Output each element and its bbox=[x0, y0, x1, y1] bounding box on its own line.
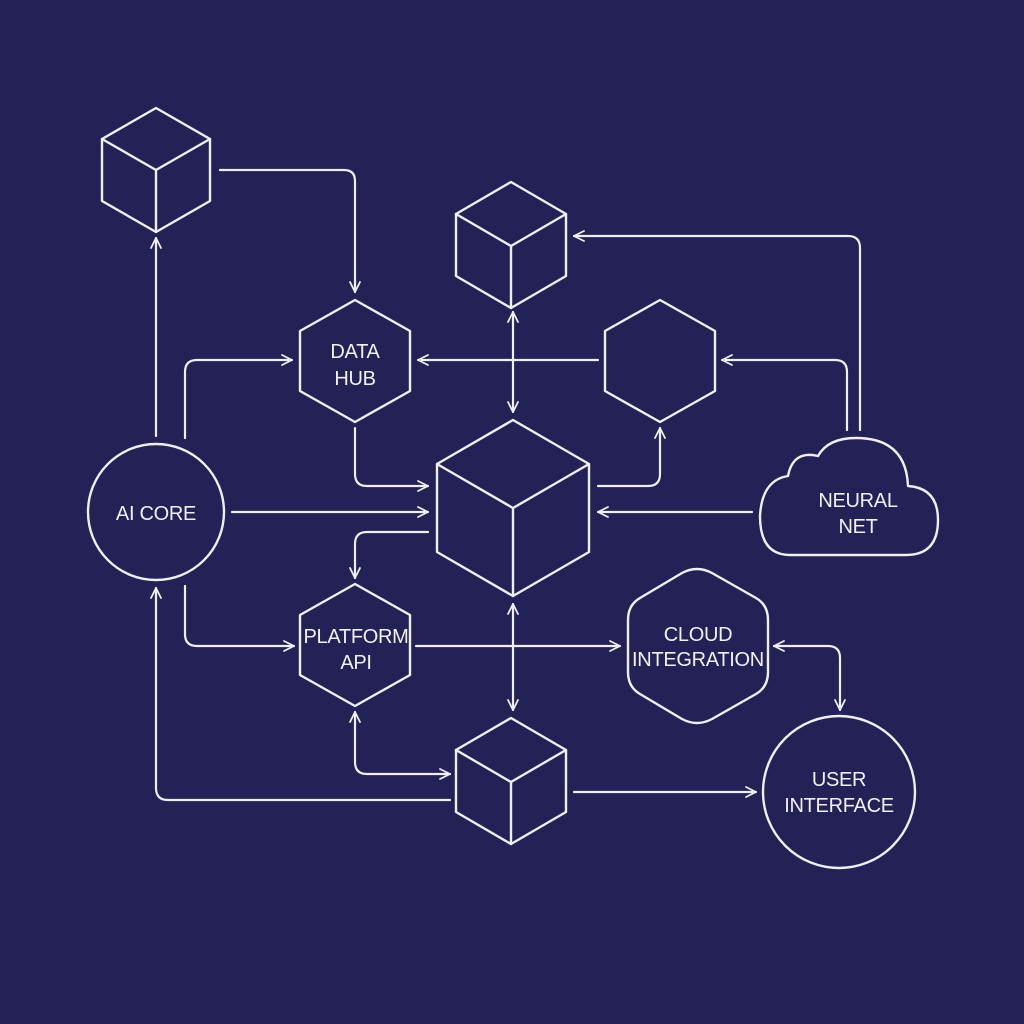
node-ai-core-label: AI CORE bbox=[116, 503, 196, 525]
connectors bbox=[150, 168, 862, 802]
node-data-hub: DATA HUB bbox=[298, 298, 412, 424]
node-bottom-cube bbox=[454, 716, 568, 846]
node-top-left-cube bbox=[100, 106, 212, 234]
edge-central-cube-to-right-hexagon bbox=[596, 426, 666, 488]
node-top-center-cube bbox=[454, 180, 568, 310]
node-neural-net: NEURAL NET bbox=[758, 436, 940, 557]
edge-neural-net-to-top-center-cube bbox=[572, 230, 862, 432]
node-central-cube bbox=[435, 418, 591, 598]
edge-ai-core-to-platform-api bbox=[183, 584, 296, 652]
node-platform-api: PLATFORM API bbox=[298, 582, 412, 708]
node-data-hub-label-line-2: HUB bbox=[334, 368, 375, 390]
node-platform-api-label-line-1: PLATFORM bbox=[303, 626, 408, 648]
nodes: AI CORE DATA HUB PLATFORM API CLOUD INTE… bbox=[86, 106, 940, 870]
edge-bottom-cube-to-ai-core bbox=[150, 586, 452, 802]
edge-ai-core-to-data-hub bbox=[183, 354, 294, 440]
node-cloud-integration: CLOUD INTEGRATION bbox=[626, 567, 770, 725]
node-right-hexagon bbox=[603, 298, 717, 424]
edge-central-cube-to-platform-api bbox=[349, 530, 430, 580]
edge-cloud-integration-user-interface bbox=[772, 640, 846, 712]
node-user-interface-label-line-1: USER bbox=[812, 769, 866, 791]
node-data-hub-label-line-1: DATA bbox=[330, 341, 380, 363]
node-cloud-integration-label-line-1: CLOUD bbox=[664, 624, 733, 646]
node-neural-net-label-line-1: NEURAL bbox=[818, 490, 898, 512]
node-cloud-integration-label-line-2: INTEGRATION bbox=[632, 649, 764, 671]
node-platform-api-label-line-2: API bbox=[340, 652, 371, 674]
node-user-interface: USER INTERFACE bbox=[761, 714, 917, 870]
node-user-interface-label-line-2: INTERFACE bbox=[784, 795, 894, 817]
edge-data-hub-to-central-cube bbox=[353, 426, 430, 492]
node-neural-net-label-line-2: NET bbox=[838, 516, 877, 538]
edge-top-left-cube-to-data-hub bbox=[218, 168, 361, 294]
node-ai-core: AI CORE bbox=[86, 442, 226, 582]
edge-neural-net-to-right-hexagon bbox=[720, 354, 849, 432]
edge-bottom-cube-platform-api bbox=[349, 710, 452, 780]
